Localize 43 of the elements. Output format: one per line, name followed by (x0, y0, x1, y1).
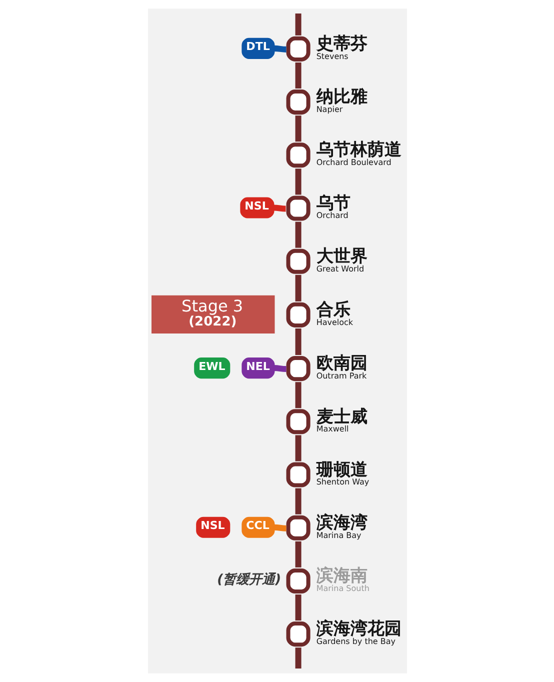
node-box: NSL (196, 516, 230, 538)
connector (294, 116, 301, 142)
node-box: EWL (194, 358, 230, 379)
connector (294, 222, 301, 248)
node-label: 史蒂芬 (316, 34, 367, 54)
node-label: Orchard (316, 211, 348, 220)
connector (294, 14, 301, 36)
connector (294, 594, 301, 621)
node-box: CCL (241, 516, 274, 538)
connector (294, 435, 301, 462)
node-label: Marina South (316, 584, 369, 593)
node-label: 滨海南 (316, 566, 367, 586)
node-label: Marina Bay (316, 530, 361, 540)
node-label: 合乐 (316, 300, 350, 320)
node-label: Napier (316, 104, 342, 114)
connector (274, 45, 286, 52)
node-label: Stevens (316, 52, 348, 61)
node-box: Stage 3 (2022) (151, 295, 274, 334)
node-label: Outram Park (316, 371, 366, 380)
node-label: Orchard Boulevard (316, 158, 391, 168)
connector (274, 524, 286, 532)
connector (294, 168, 301, 195)
connector (294, 541, 301, 568)
connector (294, 62, 301, 89)
node-box: DTL (241, 38, 274, 59)
node-label: Havelock (316, 318, 353, 327)
node-label: Shenton Way (316, 478, 369, 487)
connector (273, 204, 286, 212)
node-label: Gardens by the Bay (316, 636, 396, 646)
connector (294, 648, 301, 668)
connector (274, 365, 286, 372)
connector (294, 382, 301, 408)
node-label: (暂缓开通) (216, 572, 281, 588)
node-box: NEL (241, 358, 274, 379)
node-label: 滨海湾 (316, 512, 367, 533)
node-label: 珊顿道 (316, 460, 367, 480)
node-label: Maxwell (316, 424, 348, 434)
node-label: Great World (316, 264, 364, 274)
node-label: 大世界 (316, 246, 367, 266)
connector (294, 488, 301, 514)
node-box: NSL (240, 197, 274, 218)
connector (294, 274, 301, 302)
connector (294, 328, 301, 356)
